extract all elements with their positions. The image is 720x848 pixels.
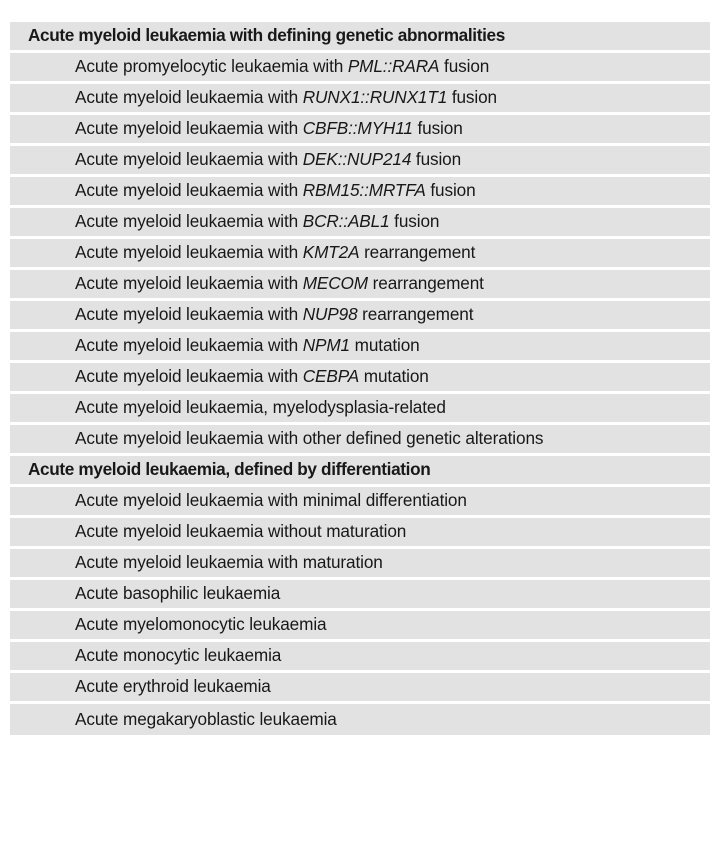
table-row: Acute myeloid leukaemia with other defin… [10, 425, 710, 456]
text-segment: mutation [350, 335, 420, 356]
row-label: Acute myeloid leukaemia with maturation [10, 554, 383, 571]
group-heading-row: Acute myeloid leukaemia with defining ge… [10, 22, 710, 53]
text-segment: Acute myeloid leukaemia with [75, 87, 303, 108]
gene-name: RBM15::MRTFA [302, 180, 426, 201]
table-row: Acute myeloid leukaemia with minimal dif… [10, 487, 710, 518]
row-label: Acute myeloid leukaemia with BCR::ABL1 f… [10, 213, 439, 230]
text-segment: Acute myeloid leukaemia, defined by diff… [28, 459, 431, 480]
row-label: Acute myeloid leukaemia with KMT2A rearr… [10, 244, 475, 261]
text-segment: Acute promyelocytic leukaemia with [75, 56, 348, 77]
table-row: Acute basophilic leukaemia [10, 580, 710, 611]
text-segment: Acute myeloid leukaemia with other defin… [75, 428, 544, 449]
text-segment: fusion [411, 149, 462, 170]
table-row: Acute myeloid leukaemia with CBFB::MYH11… [10, 115, 710, 146]
text-segment: fusion [412, 118, 463, 139]
row-label: Acute myeloid leukaemia with CBFB::MYH11… [10, 120, 463, 137]
group-heading-label: Acute myeloid leukaemia, defined by diff… [10, 459, 431, 480]
row-label: Acute myeloid leukaemia without maturati… [10, 523, 406, 540]
table-row: Acute erythroid leukaemia [10, 673, 710, 704]
table-row: Acute myeloid leukaemia with RUNX1::RUNX… [10, 84, 710, 115]
text-segment: fusion [439, 56, 490, 77]
text-segment: Acute myelomonocytic leukaemia [75, 614, 327, 635]
row-label: Acute megakaryoblastic leukaemia [10, 708, 337, 729]
table-row: Acute myeloid leukaemia with BCR::ABL1 f… [10, 208, 710, 239]
table-row: Acute myeloid leukaemia with CEBPA mutat… [10, 363, 710, 394]
text-segment: Acute myeloid leukaemia with [75, 335, 303, 356]
gene-name: CEBPA [302, 366, 360, 387]
text-segment: rearrangement [357, 304, 474, 325]
table-row: Acute myeloid leukaemia with RBM15::MRTF… [10, 177, 710, 208]
row-label: Acute myeloid leukaemia with RUNX1::RUNX… [10, 89, 497, 106]
text-segment: Acute basophilic leukaemia [75, 583, 281, 604]
text-segment: Acute myeloid leukaemia with [75, 242, 303, 263]
row-label: Acute myeloid leukaemia, myelodysplasia-… [10, 399, 446, 416]
text-segment: fusion [425, 180, 476, 201]
table-row: Acute megakaryoblastic leukaemia [10, 704, 710, 735]
table-row: Acute myeloid leukaemia with NUP98 rearr… [10, 301, 710, 332]
row-label: Acute erythroid leukaemia [10, 678, 271, 695]
text-segment: Acute myeloid leukaemia with [75, 366, 303, 387]
table-row: Acute monocytic leukaemia [10, 642, 710, 673]
gene-name: DEK::NUP214 [302, 149, 412, 170]
row-label: Acute myeloid leukaemia with NUP98 rearr… [10, 306, 473, 323]
table-row: Acute myeloid leukaemia with maturation [10, 549, 710, 580]
text-segment: Acute myeloid leukaemia with minimal dif… [75, 490, 467, 511]
table-row: Acute promyelocytic leukaemia with PML::… [10, 53, 710, 84]
text-segment: Acute erythroid leukaemia [75, 676, 271, 697]
text-segment: Acute myeloid leukaemia with [75, 118, 303, 139]
row-label: Acute monocytic leukaemia [10, 647, 281, 664]
gene-name: RUNX1::RUNX1T1 [302, 87, 448, 108]
row-label: Acute myeloid leukaemia with MECOM rearr… [10, 275, 484, 292]
row-label: Acute myeloid leukaemia with minimal dif… [10, 492, 467, 509]
row-label: Acute myeloid leukaemia with RBM15::MRTF… [10, 182, 476, 199]
table-row: Acute myeloid leukaemia with MECOM rearr… [10, 270, 710, 301]
text-segment: Acute myeloid leukaemia with [75, 149, 303, 170]
group-heading-row: Acute myeloid leukaemia, defined by diff… [10, 456, 710, 487]
row-label: Acute promyelocytic leukaemia with PML::… [10, 58, 489, 75]
text-segment: rearrangement [368, 273, 484, 294]
table-row: Acute myeloid leukaemia without maturati… [10, 518, 710, 549]
table-row: Acute myeloid leukaemia with KMT2A rearr… [10, 239, 710, 270]
row-label: Acute myeloid leukaemia with DEK::NUP214… [10, 151, 461, 168]
row-label: Acute basophilic leukaemia [10, 585, 280, 602]
text-segment: Acute myeloid leukaemia with defining ge… [28, 25, 505, 46]
row-label: Acute myelomonocytic leukaemia [10, 614, 327, 635]
group-heading-label: Acute myeloid leukaemia with defining ge… [10, 27, 505, 44]
text-segment: Acute myeloid leukaemia with [75, 273, 303, 294]
table-row: Acute myelomonocytic leukaemia [10, 611, 710, 642]
text-segment: Acute myeloid leukaemia with [75, 180, 303, 201]
classification-table: Acute myeloid leukaemia with defining ge… [10, 22, 710, 735]
text-segment: rearrangement [359, 242, 476, 263]
row-label: Acute myeloid leukaemia with CEBPA mutat… [10, 368, 429, 385]
text-segment: fusion [447, 87, 497, 108]
table-row: Acute myeloid leukaemia with DEK::NUP214… [10, 146, 710, 177]
text-segment: Acute megakaryoblastic leukaemia [75, 708, 337, 729]
table-row: Acute myeloid leukaemia, myelodysplasia-… [10, 394, 710, 425]
text-segment: Acute myeloid leukaemia with [75, 304, 303, 325]
text-segment: Acute myeloid leukaemia, myelodysplasia-… [75, 397, 446, 418]
row-label: Acute myeloid leukaemia with other defin… [10, 430, 543, 447]
text-segment: Acute monocytic leukaemia [75, 645, 282, 666]
row-label: Acute myeloid leukaemia with NPM1 mutati… [10, 337, 420, 354]
table-row: Acute myeloid leukaemia with NPM1 mutati… [10, 332, 710, 363]
text-segment: Acute myeloid leukaemia with [75, 211, 303, 232]
text-segment: fusion [389, 211, 440, 232]
text-segment: Acute myeloid leukaemia with maturation [75, 552, 383, 573]
gene-name: CBFB::MYH11 [302, 118, 413, 139]
text-segment: Acute myeloid leukaemia without maturati… [75, 521, 407, 542]
gene-name: KMT2A [302, 242, 360, 263]
gene-name: MECOM [302, 273, 368, 294]
gene-name: NPM1 [302, 335, 350, 356]
text-segment: mutation [359, 366, 429, 387]
gene-name: PML::RARA [347, 56, 440, 77]
gene-name: NUP98 [302, 304, 358, 325]
gene-name: BCR::ABL1 [302, 211, 390, 232]
